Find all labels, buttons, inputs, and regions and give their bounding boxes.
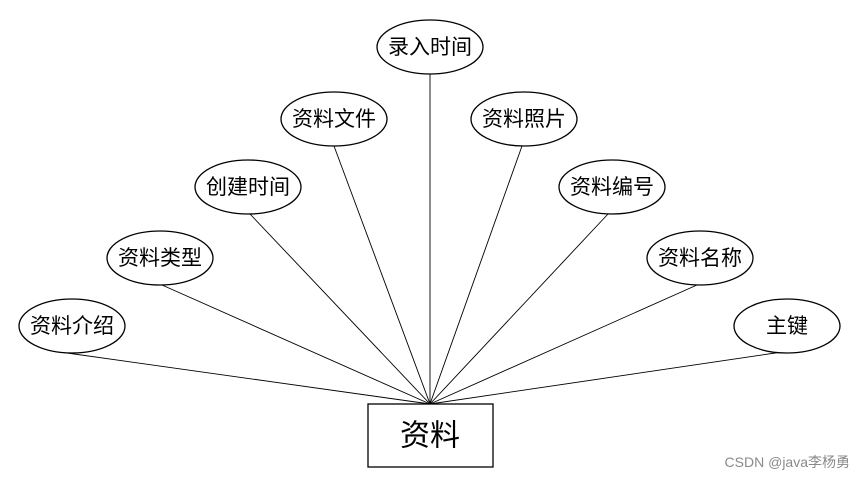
attribute-ellipse [558, 159, 666, 215]
attribute-ellipse [280, 91, 388, 147]
attribute-label: 主键 [766, 314, 808, 338]
attribute-photo: 资料照片 [470, 91, 578, 147]
attribute-label: 资料介绍 [30, 314, 114, 338]
attribute-label: 录入时间 [388, 35, 472, 59]
attribute-created: 创建时间 [194, 159, 302, 215]
attribute-label: 创建时间 [206, 175, 290, 199]
attribute-entered: 录入时间 [376, 19, 484, 75]
watermark: CSDN @java李杨勇 [725, 454, 850, 470]
attribute-ellipse [646, 230, 754, 286]
attribute-ellipse [194, 159, 302, 215]
connector-file [333, 145, 431, 405]
attribute-ellipse [376, 19, 484, 75]
connector-name [429, 284, 698, 405]
attribute-ellipse [18, 298, 126, 354]
attribute-name: 资料名称 [646, 230, 754, 286]
entity: 资料 [367, 403, 494, 468]
attribute-ellipse [106, 230, 214, 286]
attribute-label: 资料类型 [118, 246, 202, 270]
attribute-label: 资料编号 [570, 175, 654, 199]
connectors [59, 74, 783, 405]
attribute-pk: 主键 [733, 298, 841, 354]
connector-intro [59, 351, 431, 405]
attribute-type: 资料类型 [106, 230, 214, 286]
attribute-label: 资料照片 [482, 107, 566, 131]
attribute-intro: 资料介绍 [18, 298, 126, 354]
connector-photo [429, 145, 523, 405]
connector-type [161, 284, 431, 405]
attribute-label: 资料名称 [658, 246, 742, 270]
attribute-label: 资料文件 [292, 107, 376, 131]
attribute-ellipse [470, 91, 578, 147]
connector-number [429, 213, 609, 405]
entity-label: 资料 [400, 419, 460, 454]
connector-pk [429, 351, 783, 405]
entity-box [367, 403, 494, 468]
attribute-file: 资料文件 [280, 91, 388, 147]
connector-created [249, 213, 431, 405]
attribute-number: 资料编号 [558, 159, 666, 215]
attribute-ellipse [733, 298, 841, 354]
